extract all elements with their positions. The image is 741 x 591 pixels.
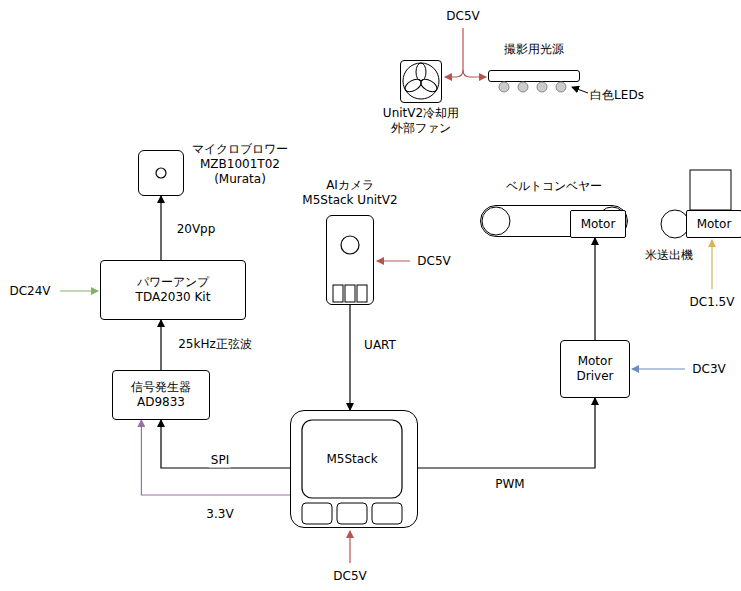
fan-icon [401,61,441,102]
node-label: M5Stack [302,420,402,498]
connector [161,420,290,468]
controller-box: M5Stack [290,410,418,528]
nozzle [156,168,166,178]
led [499,82,509,92]
power-wire [632,368,685,369]
node-label: マイクロブロワー MZB1001T02 (Murata) [187,142,293,187]
connector [141,420,290,495]
signal-label: DC5V [333,569,366,584]
screen [302,420,402,498]
process-box: パワーアンプ TDA2030 Kit [100,260,246,320]
feeder-wheel [661,210,689,238]
node-label: Motor [691,217,737,232]
button [337,503,367,524]
connector [160,196,161,260]
feeder-box: 米送出機Motor [655,168,737,240]
node-label: ベルトコンベヤー [494,179,614,194]
connector [160,320,161,370]
power-wire [60,290,98,291]
process-box: Motor Driver [560,340,630,398]
light-box: 撮影用光源 [488,70,580,82]
hopper [690,170,731,210]
lens [341,236,359,254]
led [537,82,547,92]
power-wire [711,240,712,289]
motor-box: Motor [686,210,741,238]
signal-label: DC5V [417,254,450,269]
blower-icon-box: マイクロブロワー MZB1001T02 (Murata) [138,150,184,196]
connector [418,398,595,468]
edge-label: 3.3V [204,507,235,522]
connector-pin [333,285,343,302]
blower-icon [139,151,183,195]
camera-icon [327,216,373,304]
connector [349,305,350,410]
edge-label: PWM [493,477,526,492]
connector [594,238,595,340]
leader-line [572,87,588,93]
fan-blade [416,63,426,81]
power-wire [349,531,350,563]
roller [482,207,510,235]
fan-blade [403,77,424,95]
edge-label: SPI [209,453,231,468]
signal-label: DC1.5V [690,295,735,310]
power-wire [445,28,463,77]
node-label: 信号発生器 AD9833 [125,380,197,410]
button [302,503,332,524]
motor-box: Motor [570,210,626,238]
button [372,503,402,524]
connector-pin [357,285,367,302]
camera-box: AIカメラ M5Stack UnitV2 [326,215,374,305]
led [556,82,566,92]
fan-box: UnitV2冷却用 外部ファン [400,60,442,103]
m5stack-body [291,411,417,527]
node-label: 米送出機 [639,248,699,263]
connector-pin [345,285,355,302]
edge-label: 20Vpp [175,222,218,237]
signal-label: DC3V [692,362,725,377]
process-box: 信号発生器 AD9833 [112,370,210,420]
signal-label: DC5V [446,9,479,24]
node-label: Motor Driver [565,354,625,384]
conveyor-box: ベルトコンベヤーMotor [480,205,628,237]
power-wire [463,70,486,77]
edge-label: UART [362,338,398,353]
led [518,82,528,92]
node-label: UnitV2冷却用 外部ファン [380,106,462,136]
power-wire [377,260,410,261]
node-label: パワーアンプ TDA2030 Kit [130,275,216,305]
signal-label: DC24V [9,284,50,299]
fan-ring [403,63,439,99]
node-label: 撮影用光源 [494,42,574,57]
signal-label: 白色LEDs [590,88,644,103]
node-label: Motor [575,217,621,232]
led-strip [489,71,579,81]
edge-label: 25kHz正弦波 [176,337,254,352]
node-label: AIカメラ M5Stack UnitV2 [301,178,399,208]
fan-blade [419,77,440,95]
